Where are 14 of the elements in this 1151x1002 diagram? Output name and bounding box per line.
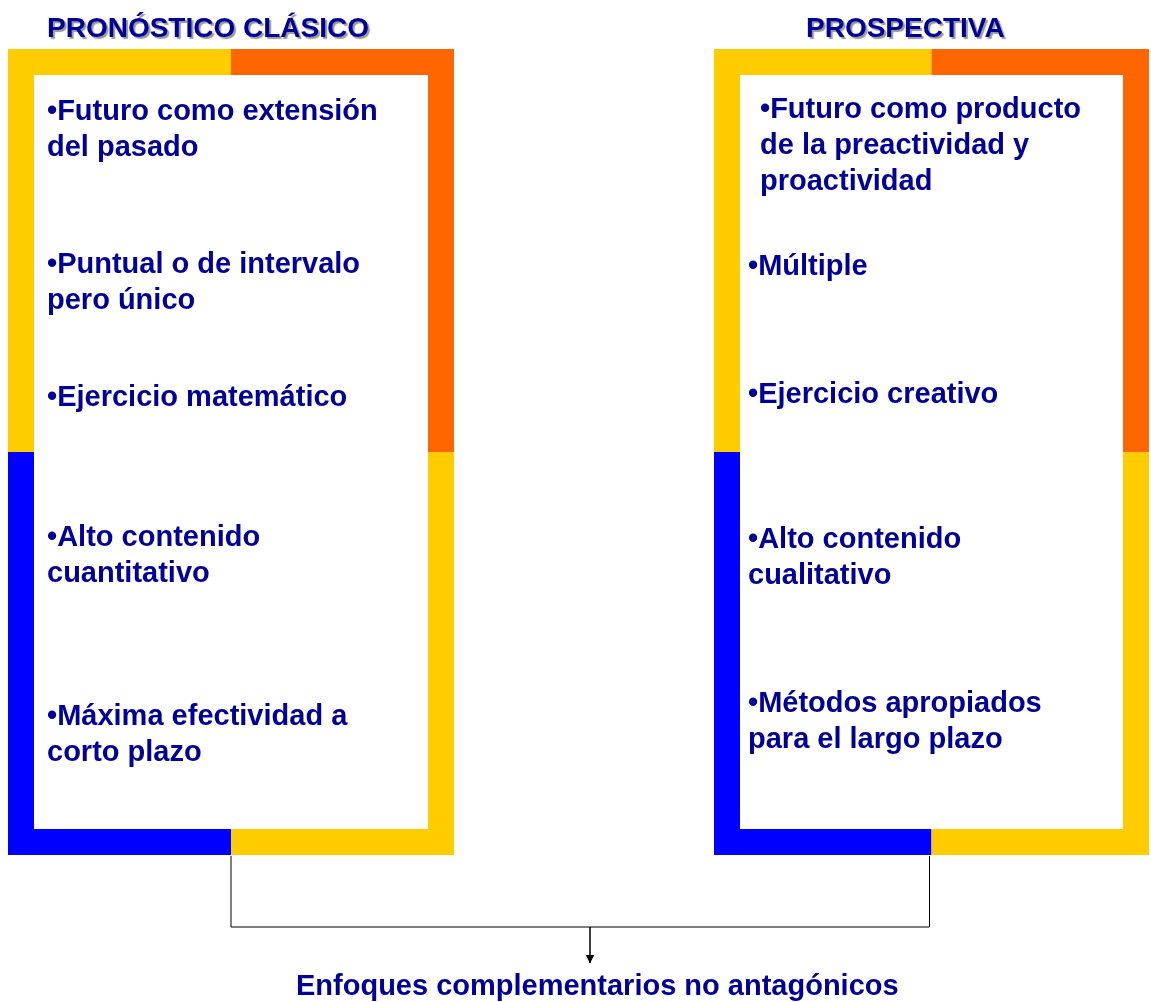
bullet-text: •Futuro como extensión del pasado xyxy=(47,93,379,164)
panel-heading: PROSPECTIVA xyxy=(806,13,1005,43)
bullet-text: •Máxima efectividad a corto plazo xyxy=(47,698,349,769)
bullet-text: •Futuro como producto de la preactividad y proactividad xyxy=(760,91,1083,198)
bullet-text: •Ejercicio matemático xyxy=(47,379,349,414)
conclusion-text: Enfoques complementarios no antagónicos xyxy=(296,968,900,1002)
bullet-text: •Alto contenido cuantitativo xyxy=(47,519,262,590)
connector-arrow xyxy=(586,855,930,964)
bullet-text: •Alto contenido cualitativo xyxy=(748,521,963,592)
bullet-text: •Puntual o de intervalo pero único xyxy=(47,246,362,317)
bullet-text: •Métodos apropiados para el largo plazo xyxy=(748,685,1043,756)
bullet-text: •Ejercicio creativo xyxy=(748,376,1000,411)
panel-heading: PRONÓSTICO CLÁSICO xyxy=(47,13,369,43)
bullet-text: •Múltiple xyxy=(748,248,869,283)
